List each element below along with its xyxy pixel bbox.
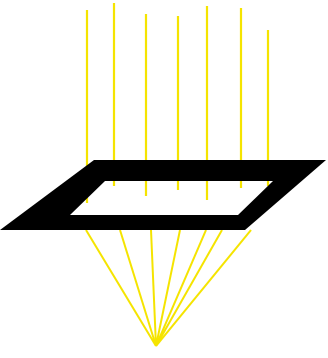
- focused-rays: [86, 230, 251, 346]
- focused-ray-5: [156, 230, 206, 346]
- focused-ray-6: [156, 230, 222, 346]
- focused-ray-3: [151, 230, 156, 346]
- focused-ray-7: [156, 230, 251, 346]
- focused-ray-1: [86, 230, 156, 346]
- focused-ray-4: [156, 230, 180, 346]
- focused-ray-2: [120, 230, 156, 346]
- lens-frame: [0, 160, 326, 230]
